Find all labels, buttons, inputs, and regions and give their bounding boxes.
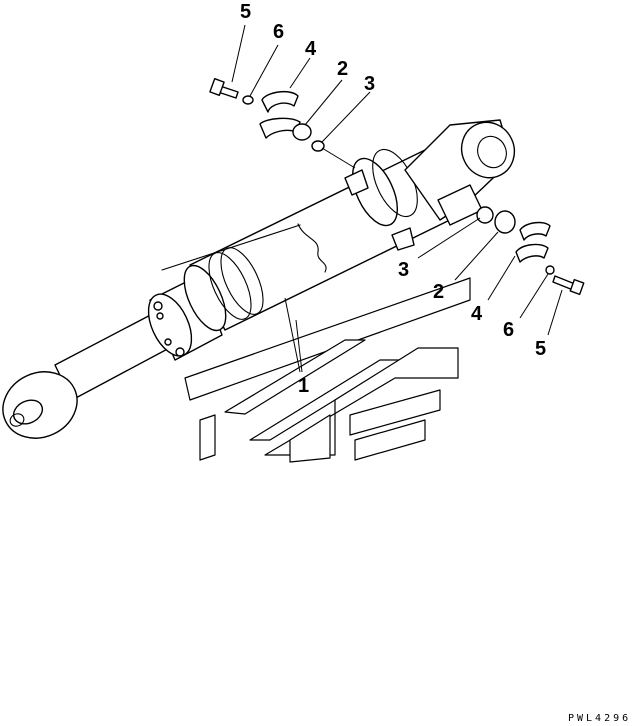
trunnion-boss-lower	[391, 227, 415, 251]
hydraulic-cylinder	[2, 119, 516, 439]
upper-hardware-group	[209, 78, 325, 152]
clamp-lower-b	[515, 243, 549, 263]
bushing-upper	[292, 123, 312, 141]
dust-seal-lower	[476, 206, 494, 224]
callout-2-upper: 2	[337, 58, 348, 80]
trunnion-boss-upper	[344, 169, 369, 196]
rod-eye-bore	[12, 399, 44, 425]
washer-lower	[545, 265, 555, 275]
bushing-lower	[494, 210, 516, 234]
dust-seal-upper	[311, 140, 325, 152]
callout-3-lower: 3	[398, 259, 409, 281]
leader-lines	[231, 24, 563, 373]
washer-upper	[242, 95, 254, 105]
clamp-upper-a	[261, 90, 299, 113]
bottom-eye	[460, 121, 516, 179]
callout-6-lower: 6	[503, 319, 514, 341]
callout-labels: 5 6 4 2 3 3 2 4 6 5 1	[240, 1, 546, 397]
drawing-code: PWL4296	[568, 713, 631, 724]
callout-6-upper: 6	[273, 21, 284, 43]
callout-4-lower: 4	[471, 303, 483, 325]
callout-2-lower: 2	[433, 281, 444, 303]
komatsu-watermark-logo	[184, 277, 471, 463]
callout-4-upper: 4	[305, 38, 317, 60]
lower-hardware-group	[476, 206, 585, 296]
callout-5-lower: 5	[535, 338, 546, 360]
callout-1: 1	[298, 375, 309, 397]
callout-5-upper: 5	[240, 1, 251, 23]
callout-3-upper: 3	[364, 73, 375, 95]
clamp-lower-a	[519, 221, 551, 241]
